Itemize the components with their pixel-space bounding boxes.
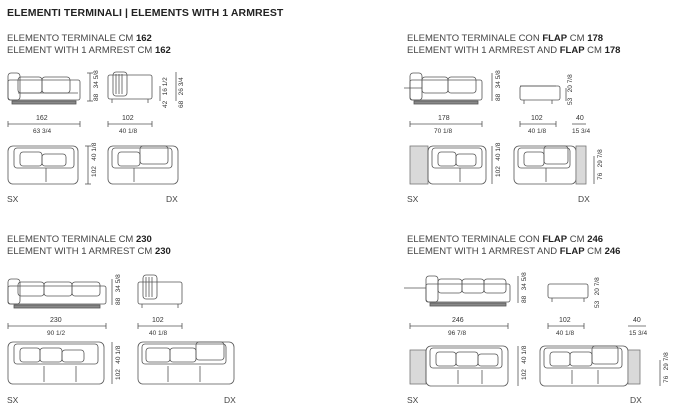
front-elevation-246 <box>404 275 511 307</box>
plan-view-230-sx <box>7 341 105 385</box>
flap-width-cm: 40 <box>633 317 641 324</box>
sx-label: SX <box>7 194 19 204</box>
depth-cm: 102 <box>559 317 571 324</box>
height-label: 88 34 5/8 <box>521 272 528 303</box>
dx-label: DX <box>224 395 236 405</box>
flap-height-label: 53 20 7/8 <box>594 277 601 308</box>
plan-depth-label: 102 40 1/8 <box>495 142 502 177</box>
width-cm: 178 <box>438 115 450 122</box>
front-elevation-178 <box>404 72 483 105</box>
front-elevation-230 <box>7 278 107 309</box>
plan-view-246-dx <box>539 345 641 387</box>
width-in: 96 7/8 <box>448 330 467 337</box>
seat-height-label: 42 16 1/2 <box>162 77 169 108</box>
dx-label: DX <box>166 194 178 204</box>
depth-cm: 102 <box>531 115 543 122</box>
plan-view-162-sx <box>7 145 79 185</box>
plan-view-178-dx <box>513 145 587 185</box>
plan-depth-label: 102 40 1/8 <box>521 345 528 380</box>
dx-label: DX <box>630 395 642 405</box>
width-cm: 162 <box>36 115 48 122</box>
width-in: 70 1/8 <box>434 128 453 135</box>
depth-in: 40 1/8 <box>149 330 168 337</box>
block-230-title: ELEMENTO TERMINALE CM 230 ELEMENT WITH 1… <box>7 234 171 257</box>
height-label: 88 34 5/8 <box>115 274 122 305</box>
plan-view-178-sx <box>409 145 487 185</box>
sx-label: SX <box>407 194 419 204</box>
flap-depth-label: 76 29 7/8 <box>597 149 604 180</box>
front-elevation-162 <box>7 72 81 105</box>
block-178-title: ELEMENTO TERMINALE CON FLAP CM 178 ELEME… <box>407 33 621 56</box>
dx-label: DX <box>578 194 590 204</box>
plan-depth-label: 102 40 1/8 <box>115 345 122 380</box>
sx-label: SX <box>407 395 419 405</box>
plan-view-230-dx <box>137 341 235 385</box>
depth-in: 40 1/8 <box>119 128 138 135</box>
block-246-title: ELEMENTO TERMINALE CON FLAP CM 246 ELEME… <box>407 234 621 257</box>
depth-in: 40 1/8 <box>528 128 547 135</box>
flap-width-cm: 40 <box>576 115 584 122</box>
height-label: 88 34 5/8 <box>495 70 502 101</box>
flap-width-in: 15 3/4 <box>629 330 648 337</box>
flap-width-in: 15 3/4 <box>572 128 591 135</box>
page-title: ELEMENTI TERMINALI | ELEMENTS WITH 1 ARM… <box>7 7 284 19</box>
side-elevation-246 <box>547 283 589 302</box>
back-height-label: 68 26 3/4 <box>178 77 185 108</box>
block-162-title: ELEMENTO TERMINALE CM 162 ELEMENT WITH 1… <box>7 33 171 56</box>
flap-depth-label: 76 29 7/8 <box>663 352 670 383</box>
plan-view-246-sx <box>409 345 509 387</box>
side-elevation-230 <box>137 274 183 308</box>
width-in: 63 3/4 <box>33 128 52 135</box>
side-elevation-162 <box>107 71 153 103</box>
plan-depth-label: 102 40 1/8 <box>91 142 98 177</box>
sx-label: SX <box>7 395 19 405</box>
height-label: 88 34 5/8 <box>93 70 100 101</box>
depth-cm: 102 <box>122 115 134 122</box>
width-cm: 230 <box>50 317 62 324</box>
side-elevation-178 <box>519 85 561 104</box>
width-cm: 246 <box>452 317 464 324</box>
flap-height-label: 53 20 7/8 <box>567 74 574 105</box>
depth-in: 40 1/8 <box>556 330 575 337</box>
width-in: 90 1/2 <box>47 330 66 337</box>
plan-view-162-dx <box>107 145 179 185</box>
depth-cm: 102 <box>152 317 164 324</box>
